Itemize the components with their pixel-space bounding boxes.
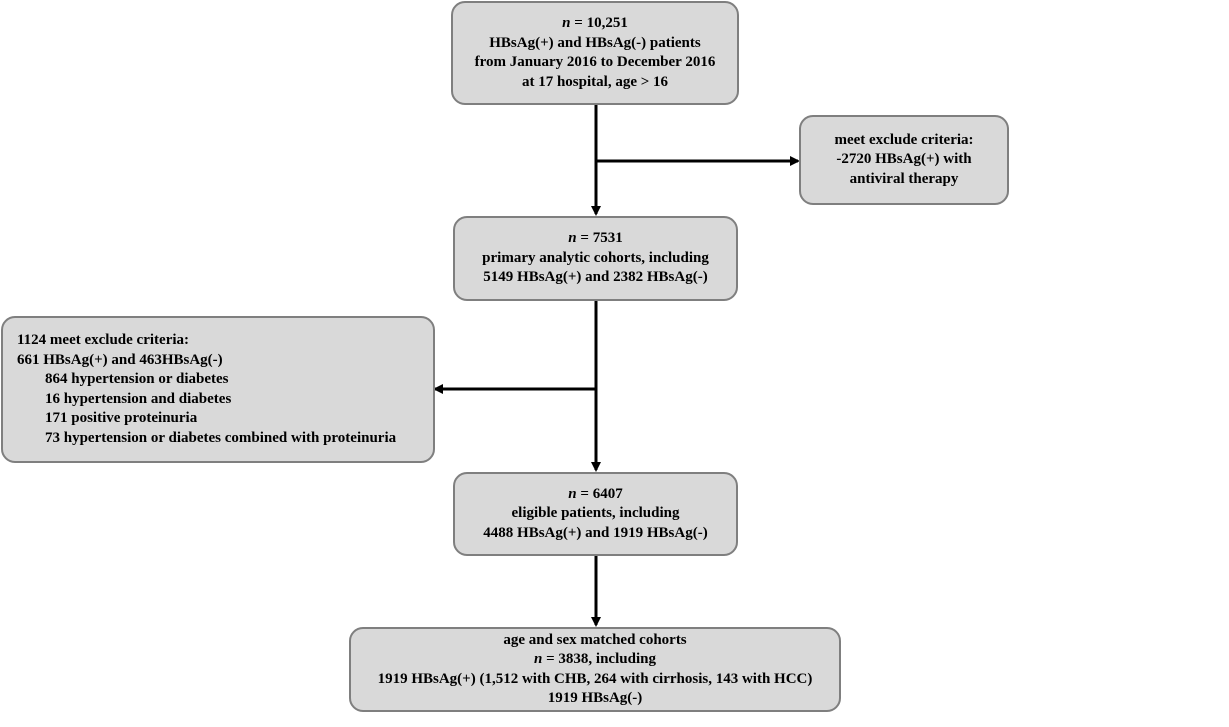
initial-n: n = 10,251: [453, 14, 737, 34]
exclude1-line3: antiviral therapy: [849, 170, 959, 187]
exclude2-line1: 1124 meet exclude criteria:: [17, 332, 190, 348]
n-label: n: [562, 15, 571, 31]
eligible-patients-box: n = 6407 eligible patients, including 44…: [453, 472, 738, 556]
exclude2-item: 16 hypertension and diabetes: [45, 390, 232, 407]
n-value: = 3838, including: [542, 651, 656, 667]
primary-line2: 5149 HBsAg(+) and 2382 HBsAg(-): [483, 269, 708, 286]
n-value: = 10,251: [570, 15, 628, 31]
eligible-line2: 4488 HBsAg(+) and 1919 HBsAg(-): [483, 524, 708, 541]
n-value: = 7531: [576, 230, 623, 247]
initial-patients-box: n = 10,251 HBsAg(+) and HBsAg(-) patient…: [451, 1, 739, 105]
initial-line3: at 17 hospital, age > 16: [521, 73, 669, 90]
exclude2-line2: 661 HBsAg(+) and 463HBsAg(-): [17, 351, 223, 368]
primary-line1: primary analytic cohorts, including: [482, 249, 709, 266]
exclude1-line1: meet exclude criteria:: [834, 131, 974, 148]
exclude2-item: 864 hypertension or diabetes: [45, 371, 229, 387]
exclude-criteria-antiviral-box: meet exclude criteria: -2720 HBsAg(+) wi…: [799, 115, 1009, 205]
initial-line2: from January 2016 to December 2016: [474, 54, 716, 70]
eligible-line1: eligible patients, including: [511, 505, 680, 522]
matched-line2: 1919 HBsAg(+) (1,512 with CHB, 264 with …: [377, 670, 813, 687]
n-label: n: [534, 651, 543, 667]
n-label: n: [568, 230, 577, 247]
exclude2-item: 171 positive proteinuria: [45, 410, 198, 426]
primary-cohort-box: n = 7531 primary analytic cohorts, inclu…: [453, 216, 738, 301]
exclude-criteria-comorbidity-box: 1124 meet exclude criteria: 661 HBsAg(+)…: [1, 316, 435, 463]
exclude2-item: 73 hypertension or diabetes combined wit…: [45, 429, 397, 446]
primary-n: n = 7531: [455, 229, 736, 249]
matched-line1: age and sex matched cohorts: [503, 631, 687, 648]
matched-cohorts-box: age and sex matched cohorts n = 3838, in…: [349, 627, 841, 712]
n-label: n: [568, 485, 577, 502]
matched-n: n = 3838, including: [351, 650, 839, 670]
exclude1-line2: -2720 HBsAg(+) with: [836, 151, 972, 168]
eligible-n: n = 6407: [455, 485, 736, 505]
n-value: = 6407: [576, 485, 623, 502]
matched-line3: 1919 HBsAg(-): [547, 690, 643, 706]
initial-line1: HBsAg(+) and HBsAg(-) patients: [489, 34, 701, 51]
